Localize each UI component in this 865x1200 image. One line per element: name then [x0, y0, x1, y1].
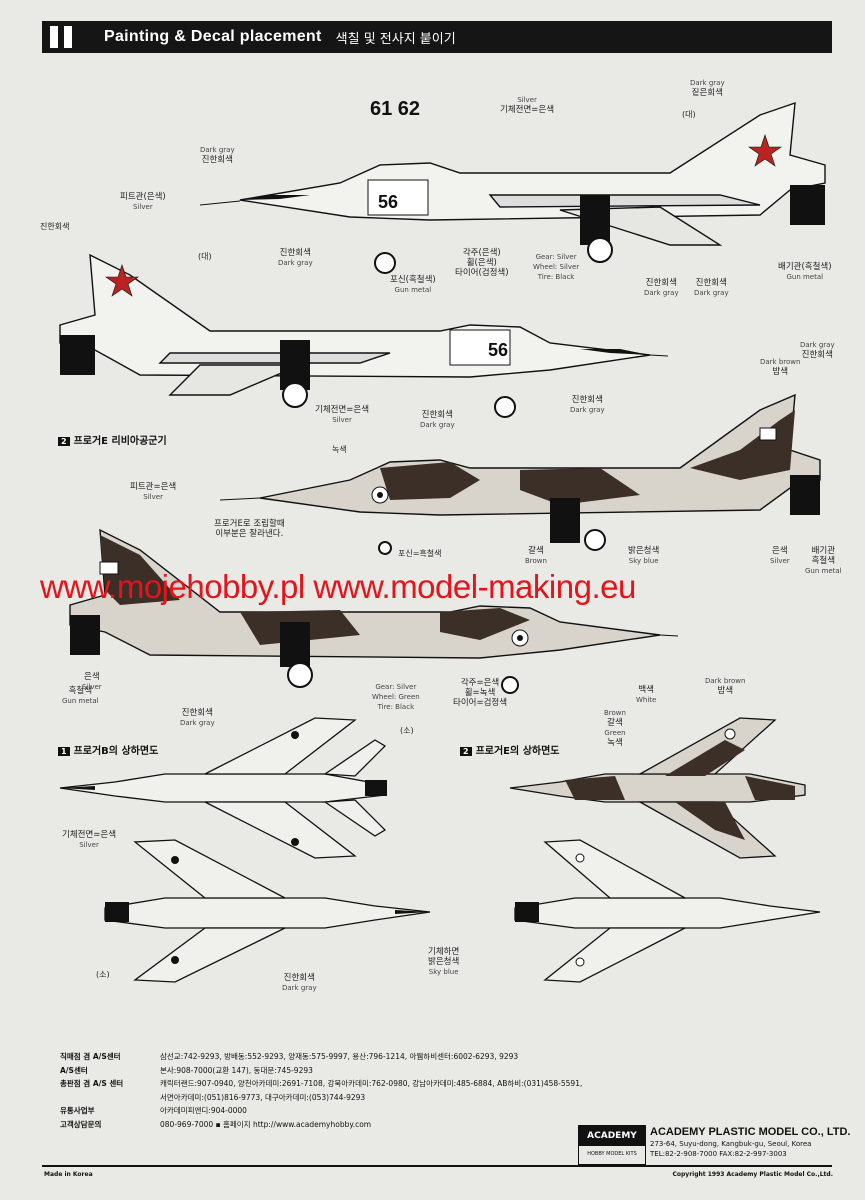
- label-tail-gray: 진한회색: [40, 222, 70, 231]
- label-small-decal: (소): [400, 726, 414, 735]
- frogger-b-top-view: [59, 717, 387, 859]
- label-small-decal-2: (소): [96, 970, 110, 979]
- header-title: Painting & Decal placement: [104, 28, 322, 45]
- label-pitot-silver: 피트관(은색)Silver: [120, 192, 166, 211]
- mig23-side-view-2: [59, 253, 669, 418]
- aircraft-serial: 61 62: [370, 98, 421, 120]
- made-in-korea: Made in Korea: [44, 1171, 93, 1178]
- section-header: Painting & Decal placement 색칠 및 전사지 붙이기: [42, 21, 832, 53]
- red-star-icon: [105, 264, 139, 297]
- copyright-text: Copyright 1993 Academy Plastic Model Co.…: [672, 1171, 833, 1178]
- frogger-e-top-view: [509, 717, 806, 859]
- company-info: ACADEMY PLASTIC MODEL CO., LTD. 273-64, …: [650, 1126, 851, 1158]
- chapter-marker-icon: [42, 26, 90, 48]
- label-gear-colors-ko: 각주(은색)휠(은색)타이어(검정색): [455, 248, 509, 278]
- mig23-camo-side-view-1: [220, 393, 821, 555]
- frogger-b-bottom-view: [104, 839, 431, 983]
- watermark-text: www.mojehobby.pl www.model-making.eu: [40, 568, 636, 605]
- label-exhaust-gun-metal: 배기관(흑철색)Gun metal: [778, 262, 832, 281]
- label-green: 녹색: [332, 445, 347, 454]
- red-star-icon: [748, 134, 782, 167]
- footer-divider: [42, 1165, 832, 1167]
- header-title-korean: 색칠 및 전사지 붙이기: [335, 31, 456, 47]
- label-large-decal: (대): [682, 110, 696, 119]
- nose-number-2: 56: [488, 340, 509, 360]
- mig23-camo-side-view-2: [69, 528, 679, 694]
- footer-row: 서면아카데미:(051)816-9773, 대구아카데미:(053)744-92…: [160, 1092, 366, 1102]
- nose-number: 56: [378, 192, 399, 212]
- label-large-decal-2: (대): [198, 252, 212, 261]
- mig23-side-view-1: [200, 101, 826, 274]
- label-gun-metal-2: 포신=흑철색: [398, 549, 442, 558]
- academy-logo: ACADEMY HOBBY MODEL KITS: [578, 1125, 646, 1165]
- frogger-e-bottom-view: [514, 839, 821, 983]
- label-gun-metal: 포신(흑철색)Gun metal: [390, 275, 436, 294]
